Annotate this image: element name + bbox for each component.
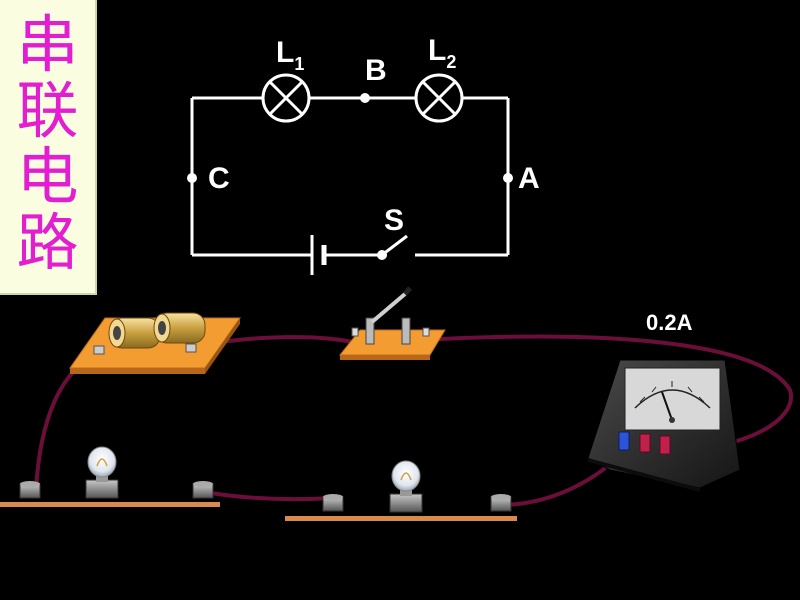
- title-panel: 串 联 电 路: [0, 0, 97, 295]
- ammeter-scale-arc: [634, 389, 711, 409]
- point-c-label: C: [208, 162, 230, 195]
- switch-post-right: [401, 317, 411, 345]
- lamp1-terminal-left: [19, 481, 41, 499]
- point-b-label: B: [365, 54, 387, 87]
- switch-handle: [403, 286, 412, 296]
- point-a-dot: [503, 173, 513, 183]
- ammeter-terminal-0.6: [639, 433, 651, 453]
- physical-wires: [34, 334, 794, 507]
- knife-switch: [338, 286, 446, 360]
- battery-terminal-left: [93, 345, 105, 355]
- lamp1-bulb: [85, 446, 119, 499]
- ammeter-terminal-3: [659, 435, 671, 455]
- battery-cell-1: [108, 317, 161, 349]
- lamp2-terminal-left: [322, 494, 344, 512]
- ammeter: [587, 359, 741, 492]
- title-char-1: 串: [16, 8, 79, 81]
- lamp-l2-symbol: [414, 73, 464, 123]
- switch-lever: [381, 234, 408, 257]
- lamp-l1-label: L1: [276, 36, 304, 74]
- wire-switch-to-ammeter: [418, 334, 794, 453]
- junction-points: [187, 93, 513, 260]
- switch-blade: [370, 292, 407, 324]
- switch-post-left: [365, 317, 375, 345]
- title-char-2: 联: [16, 74, 79, 147]
- point-a-label: A: [518, 162, 540, 195]
- lamp2-terminal-right: [490, 494, 512, 512]
- lamp2-bulb: [389, 460, 423, 513]
- battery-cell-2: [153, 312, 206, 344]
- ammeter-terminal-negative: [618, 431, 630, 451]
- wire-lamp1-to-lamp2: [203, 490, 334, 502]
- title-char-4: 路: [16, 206, 79, 279]
- point-b-dot: [360, 93, 370, 103]
- lamp1-terminal-right: [192, 481, 214, 499]
- point-c-dot: [187, 173, 197, 183]
- battery-holder: [69, 312, 241, 374]
- ammeter-needle: [661, 391, 673, 421]
- switch-pivot-dot: [377, 250, 387, 260]
- battery-terminal-right: [185, 343, 197, 353]
- shelf-right: [285, 516, 517, 521]
- switch-label: S: [384, 204, 404, 237]
- lamp-l2-label: L2: [428, 34, 456, 72]
- schematic-diagram: [190, 73, 510, 275]
- lamp-l1-symbol: [261, 73, 311, 123]
- ammeter-reading: 0.2A: [646, 310, 693, 335]
- title-char-3: 电: [16, 140, 79, 213]
- shelf-left: [0, 502, 220, 507]
